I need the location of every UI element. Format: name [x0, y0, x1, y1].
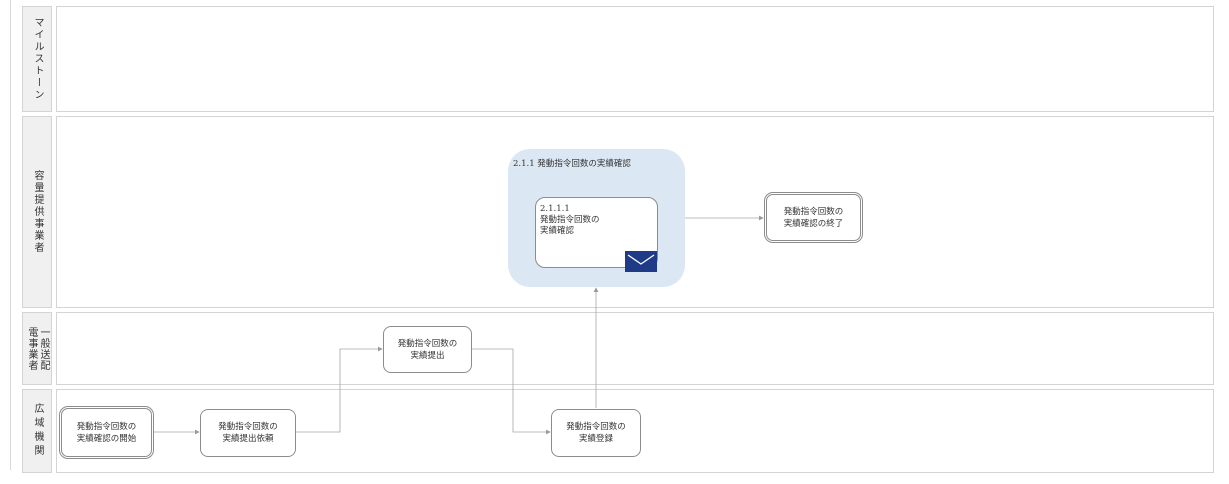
- end-event[interactable]: 発動指令回数の 実績確認の終了: [764, 192, 863, 243]
- task-submit-results[interactable]: 発動指令回数の 実績提出: [383, 326, 472, 373]
- connector-submit-to-register: [472, 348, 551, 435]
- envelope-icon: [625, 251, 657, 272]
- lane-body-transmission: [56, 312, 1214, 385]
- lane-header-provider: 容量提供事業者: [22, 116, 52, 308]
- process-group-title: 2.1.1 発動指令回数の実績確認: [513, 159, 631, 169]
- page-left-rule: [10, 0, 11, 470]
- lane-header-occto: 広域機関: [22, 389, 52, 473]
- lane-label-provider: 容量提供事業者: [32, 170, 43, 254]
- lane-header-transmission: 一般送配 電事業者: [22, 312, 52, 385]
- lane-header-milestone: マイルストーン: [22, 6, 52, 112]
- task-request-submission[interactable]: 発動指令回数の 実績提出依頼: [200, 409, 296, 457]
- start-event[interactable]: 発動指令回数の 実績確認の開始: [59, 406, 154, 459]
- lane-label-milestone: マイルストーン: [32, 17, 43, 101]
- lane-label-occto: 広域機関: [32, 403, 43, 459]
- task-register-results[interactable]: 発動指令回数の 実績登録: [551, 409, 641, 457]
- connector-request-to-submit: [296, 346, 383, 433]
- lane-body-milestone: [56, 6, 1214, 112]
- lane-label-transmission: 一般送配 電事業者: [26, 326, 49, 371]
